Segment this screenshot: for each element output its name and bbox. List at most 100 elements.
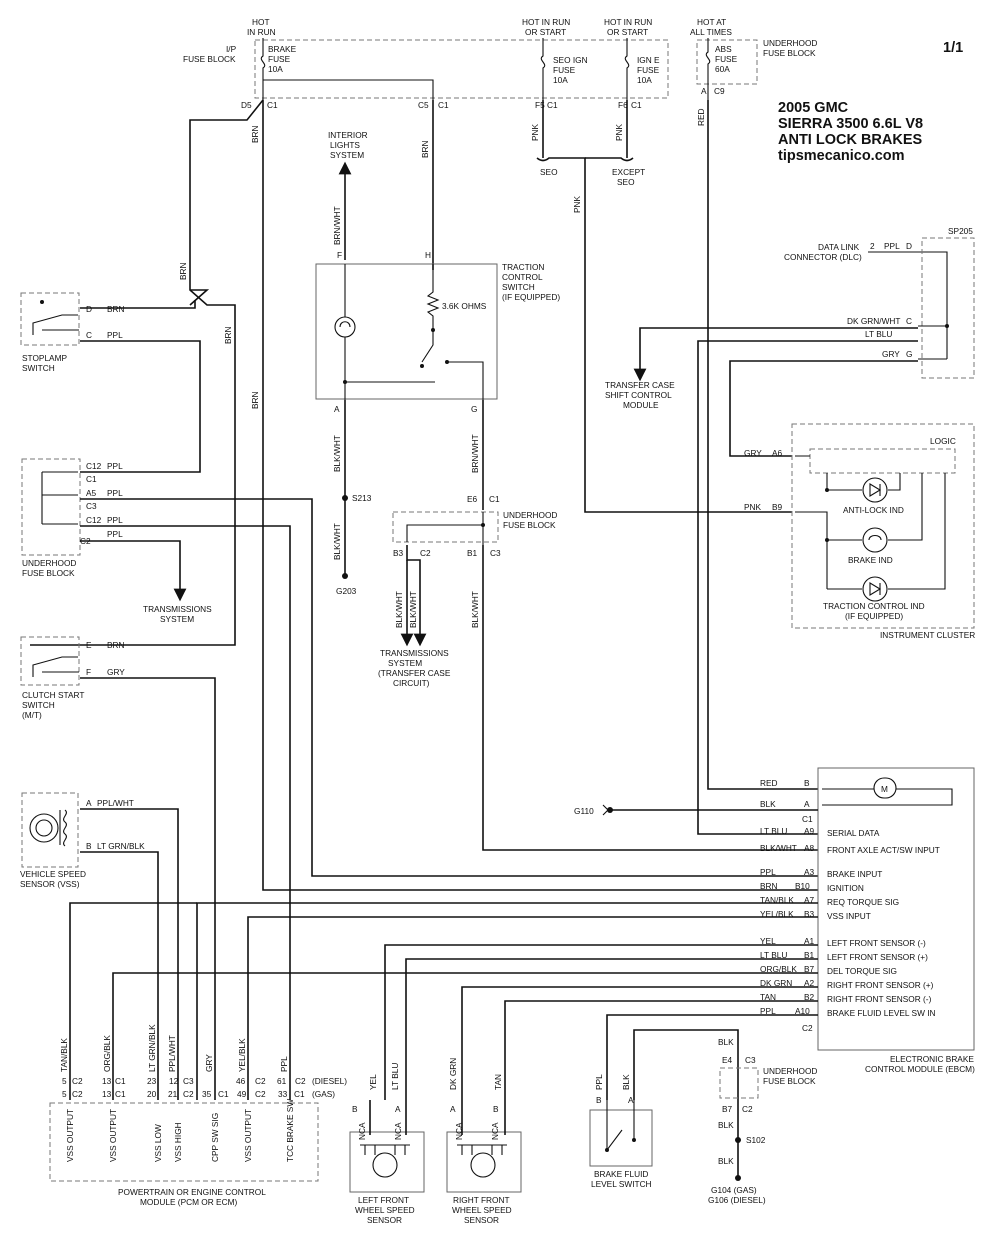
pin-label: G	[471, 404, 477, 414]
wire-label: GRY	[882, 349, 900, 359]
pin-label: C3	[745, 1055, 756, 1065]
ebcm-wire-color: YEL	[760, 936, 776, 946]
interior-lights-label: INTERIOR	[328, 130, 368, 140]
wire-label: PPL	[107, 330, 123, 340]
instrument-cluster	[791, 423, 975, 629]
wire-label: DK GRN/WHT	[847, 316, 900, 326]
pcm-pin-label: 49	[237, 1089, 247, 1099]
pcm-pin-label: C2	[183, 1089, 194, 1099]
ebcm-wire-color: TAN/BLK	[760, 895, 794, 905]
orgblk-wire	[112, 972, 818, 1100]
clutch-contacts	[32, 656, 79, 677]
wire-label: BLK/WHT	[332, 523, 342, 560]
pcm-pin-label: 13	[102, 1076, 112, 1086]
hot-label: HOT IN RUN	[522, 17, 570, 27]
ltgrnblk-wire	[80, 851, 159, 1100]
ebcm-input-label: IGNITION	[827, 883, 864, 893]
pcm-pin-label: C2	[295, 1076, 306, 1086]
ppl-fluid-wire	[606, 1014, 818, 1100]
yelblk-wire	[247, 916, 818, 1100]
pin-label: B	[493, 1104, 499, 1114]
pin-label: C1	[86, 474, 97, 484]
stoplamp-contacts	[32, 314, 79, 335]
underhood-fuse-block-mid	[392, 511, 499, 543]
pin-label: C1	[438, 100, 449, 110]
led-symbol	[869, 582, 882, 596]
wire-label: LT BLU	[390, 1063, 400, 1090]
hot-label: OR START	[607, 27, 648, 37]
pin-label: D5	[241, 100, 252, 110]
wire-label: PNK	[530, 123, 540, 141]
title-line3: ANTI LOCK BRAKES	[778, 132, 923, 148]
wire-label: PNK	[614, 123, 624, 141]
pin-label: A6	[772, 448, 783, 458]
pin-label: C1	[631, 100, 642, 110]
ebcm-input-label: LEFT FRONT SENSOR (-)	[827, 938, 926, 948]
splice-label: S102	[746, 1135, 766, 1145]
underhood-left-internal	[41, 471, 78, 525]
pin-label: C2	[742, 1104, 753, 1114]
pcm-pin-label: 5	[62, 1076, 67, 1086]
wire-label: BRN/WHT	[332, 206, 342, 245]
ebcm-pin: A8	[804, 843, 815, 853]
pin-label: B	[352, 1104, 358, 1114]
sensor-coil	[360, 1144, 410, 1155]
tanblk-vss-wire	[69, 902, 197, 1100]
underhood-fuse-block-bottom	[719, 1067, 759, 1099]
pcm-pin-label: 13	[102, 1089, 112, 1099]
nca-label: NCA	[357, 1122, 367, 1140]
traction-switch-label: CONTROL	[502, 272, 543, 282]
abs-fuse-block	[696, 39, 758, 85]
pcm-pin-label: C2	[72, 1076, 83, 1086]
cluster-wiring	[826, 473, 946, 590]
seo-label: SEO	[540, 167, 558, 177]
pcm-pin-label: C1	[294, 1089, 305, 1099]
ip-fuse-block	[254, 39, 669, 99]
sp205	[921, 237, 975, 379]
brake-fuse-label: 10A	[268, 64, 283, 74]
brake-ind-label: BRAKE IND	[848, 555, 893, 565]
hot-label: OR START	[525, 27, 566, 37]
traction-switch-label: (IF EQUIPPED)	[502, 292, 560, 302]
wire-label: BLK/WHT	[470, 591, 480, 628]
pin-label: E6	[467, 494, 478, 504]
traction-switch-label: TRACTION	[502, 262, 544, 272]
ebcm-input-label: DEL TORQUE SIG	[827, 966, 897, 976]
pcm-pin-label: 21	[168, 1089, 178, 1099]
trans-system-label: TRANSMISSIONS	[380, 648, 449, 658]
ltblu-sensor-wire	[405, 958, 818, 1100]
pin-label: C	[906, 316, 912, 326]
ebcm-wire-color: LT BLU	[760, 826, 787, 836]
pcm-wire-label: TAN/BLK	[59, 1038, 69, 1072]
brake-fuse	[260, 38, 266, 100]
wire-label: PPL/WHT	[97, 798, 134, 808]
trans-system-label: CIRCUIT)	[393, 678, 430, 688]
internal-bus	[263, 79, 434, 100]
pcm-wire-label: PPL	[279, 1056, 289, 1072]
underhood-fuse-block-left	[21, 458, 81, 556]
pcm-function-label: CPP SW SIG	[210, 1113, 220, 1162]
underhood-label: UNDERHOOD	[763, 38, 817, 48]
wire-label: BRN	[420, 140, 430, 158]
wire-label: PPL	[107, 461, 123, 471]
brake-fuse-label: FUSE	[268, 54, 291, 64]
logic-label: LOGIC	[930, 436, 956, 446]
ebcm-wire-color: BLK	[760, 799, 776, 809]
tcs-module-label: SHIFT CONTROL	[605, 390, 672, 400]
blkwht-trans-wire	[406, 545, 427, 647]
igne-fuse-label: 10A	[637, 75, 652, 85]
brn-stoplamp-wire	[80, 300, 196, 309]
yel-wire	[384, 944, 818, 1100]
brake-fluid-level-switch	[589, 1109, 653, 1167]
traction-led-icon	[862, 576, 888, 602]
page-number: 1/1	[943, 40, 963, 56]
ip-fuse-block-label: FUSE BLOCK	[183, 54, 236, 64]
pin-label: A	[701, 86, 707, 96]
trans-system-label: SYSTEM	[388, 658, 422, 668]
ebcm-wire-color: BRN	[760, 881, 778, 891]
wire-label: BRN	[250, 125, 260, 143]
seo-label: SEO	[617, 177, 635, 187]
ebcm-pin: B1	[804, 950, 815, 960]
pin-label: A	[628, 1095, 634, 1105]
